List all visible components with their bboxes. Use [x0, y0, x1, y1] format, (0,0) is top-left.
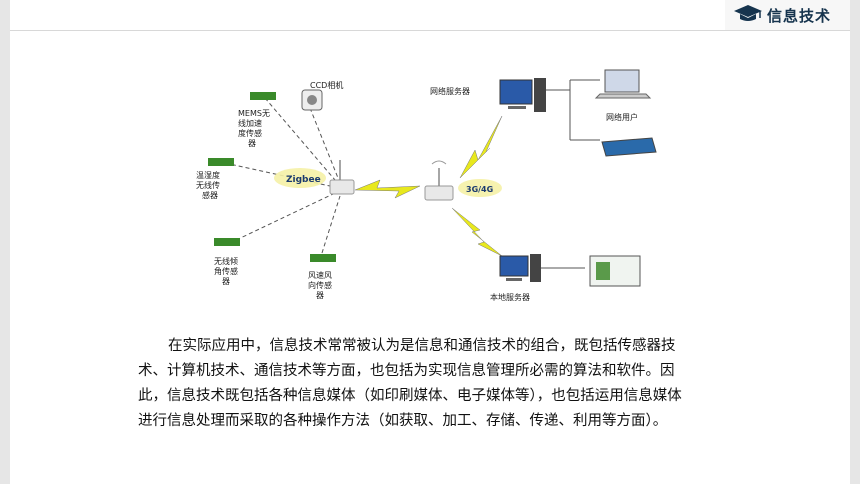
sensor-board-icon	[208, 158, 234, 166]
sensor-board-icon	[250, 92, 276, 100]
3g4g-label: 3G/4G	[466, 185, 493, 194]
network-user-label: 网络用户	[606, 112, 638, 122]
tilt-sensor-label: 无线倾 角传感 器	[214, 256, 241, 286]
header-divider	[10, 30, 850, 31]
sensor-board-icon	[214, 238, 240, 246]
temp-humidity-sensor-label: 温湿度 无线传 感器	[196, 170, 223, 200]
mems-sensor-label: MEMS无 线加速 度传感 器	[238, 109, 272, 148]
tablet-icon	[601, 137, 657, 157]
3g-router-icon	[424, 160, 454, 201]
header-title: 信息技术	[767, 7, 832, 25]
paragraph-line: 在实际应用中，信息技术常常被认为是信息和通信技术的组合，既包括传感器技	[168, 338, 676, 354]
left-frame-bar	[0, 0, 10, 484]
graduation-cap-icon	[734, 5, 762, 21]
monitor-icon	[589, 255, 641, 287]
local-server-icon	[499, 254, 541, 282]
wireless-link-icon	[354, 179, 421, 199]
paragraph-line: 进行信息处理而采取的各种操作方法（如获取、加工、存储、传递、利用等方面）。	[138, 413, 668, 429]
sensor-board-icon	[310, 254, 336, 262]
header-badge: 信息技术	[725, 0, 850, 30]
zigbee-cloud: Zigbee	[274, 168, 326, 188]
wind-sensor-label: 风速风 向传感 器	[308, 271, 335, 300]
paragraph-line: 此，信息技术既包括各种信息媒体（如印刷媒体、电子媒体等），也包括运用信息媒体	[138, 388, 682, 404]
paragraph-line: 术、计算机技术、通信技术等方面，也包括为实现信息管理所必需的算法和软件。因	[138, 363, 675, 379]
network-diagram: Zigbee 3G/4G 网络服务器	[190, 68, 680, 318]
camera-icon	[301, 89, 323, 111]
laptop-icon	[594, 69, 652, 99]
network-server-icon	[499, 78, 546, 112]
wireless-link-icon	[451, 207, 503, 257]
local-server-label: 本地服务器	[490, 292, 530, 302]
zigbee-router-icon	[329, 160, 355, 195]
wireless-link-icon	[459, 115, 503, 179]
right-frame-bar	[850, 0, 860, 484]
ccd-camera-label: CCD相机	[310, 80, 343, 90]
zigbee-label: Zigbee	[286, 175, 321, 185]
body-paragraph: 在实际应用中，信息技术常常被认为是信息和通信技术的组合，既包括传感器技 术、计算…	[138, 334, 758, 434]
network-server-label: 网络服务器	[430, 86, 470, 96]
